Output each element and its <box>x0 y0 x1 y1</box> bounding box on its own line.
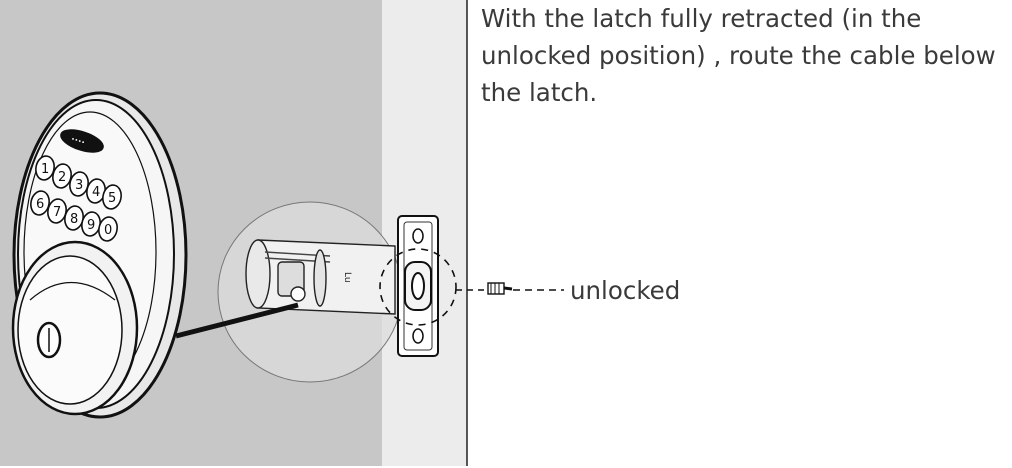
keypad-key <box>30 190 50 216</box>
keypad-key-label: 0 <box>104 223 112 238</box>
keypad-key <box>52 163 72 189</box>
keypad-key-label: 8 <box>70 212 78 227</box>
latch-plate <box>397 215 439 357</box>
instruction-text: With the latch fully retracted (in the u… <box>481 4 996 107</box>
keypad-key-label: 9 <box>87 218 95 233</box>
keypad-key-label: 6 <box>36 197 44 212</box>
unlocked-label: unlocked <box>570 276 681 305</box>
keypad-key-label: 4 <box>92 185 100 200</box>
keypad-key-label: 5 <box>108 191 116 206</box>
keypad-key <box>35 155 55 181</box>
keypad-key-label: 3 <box>75 178 83 193</box>
keypad-key-label: 2 <box>58 170 66 185</box>
highlight-circle <box>379 248 457 326</box>
keypad-key <box>98 216 118 242</box>
cable-connector-icon <box>487 282 513 295</box>
brand-badge <box>60 129 104 153</box>
latch-tube: Lu <box>245 239 396 315</box>
svg-text:Lu: Lu <box>342 272 352 283</box>
keypad-key-label: 1 <box>41 162 49 177</box>
svg-text:••••: •••• <box>70 136 86 147</box>
keypad-key <box>102 184 122 210</box>
cable <box>175 302 299 339</box>
keypad-key-label: 7 <box>53 205 61 220</box>
